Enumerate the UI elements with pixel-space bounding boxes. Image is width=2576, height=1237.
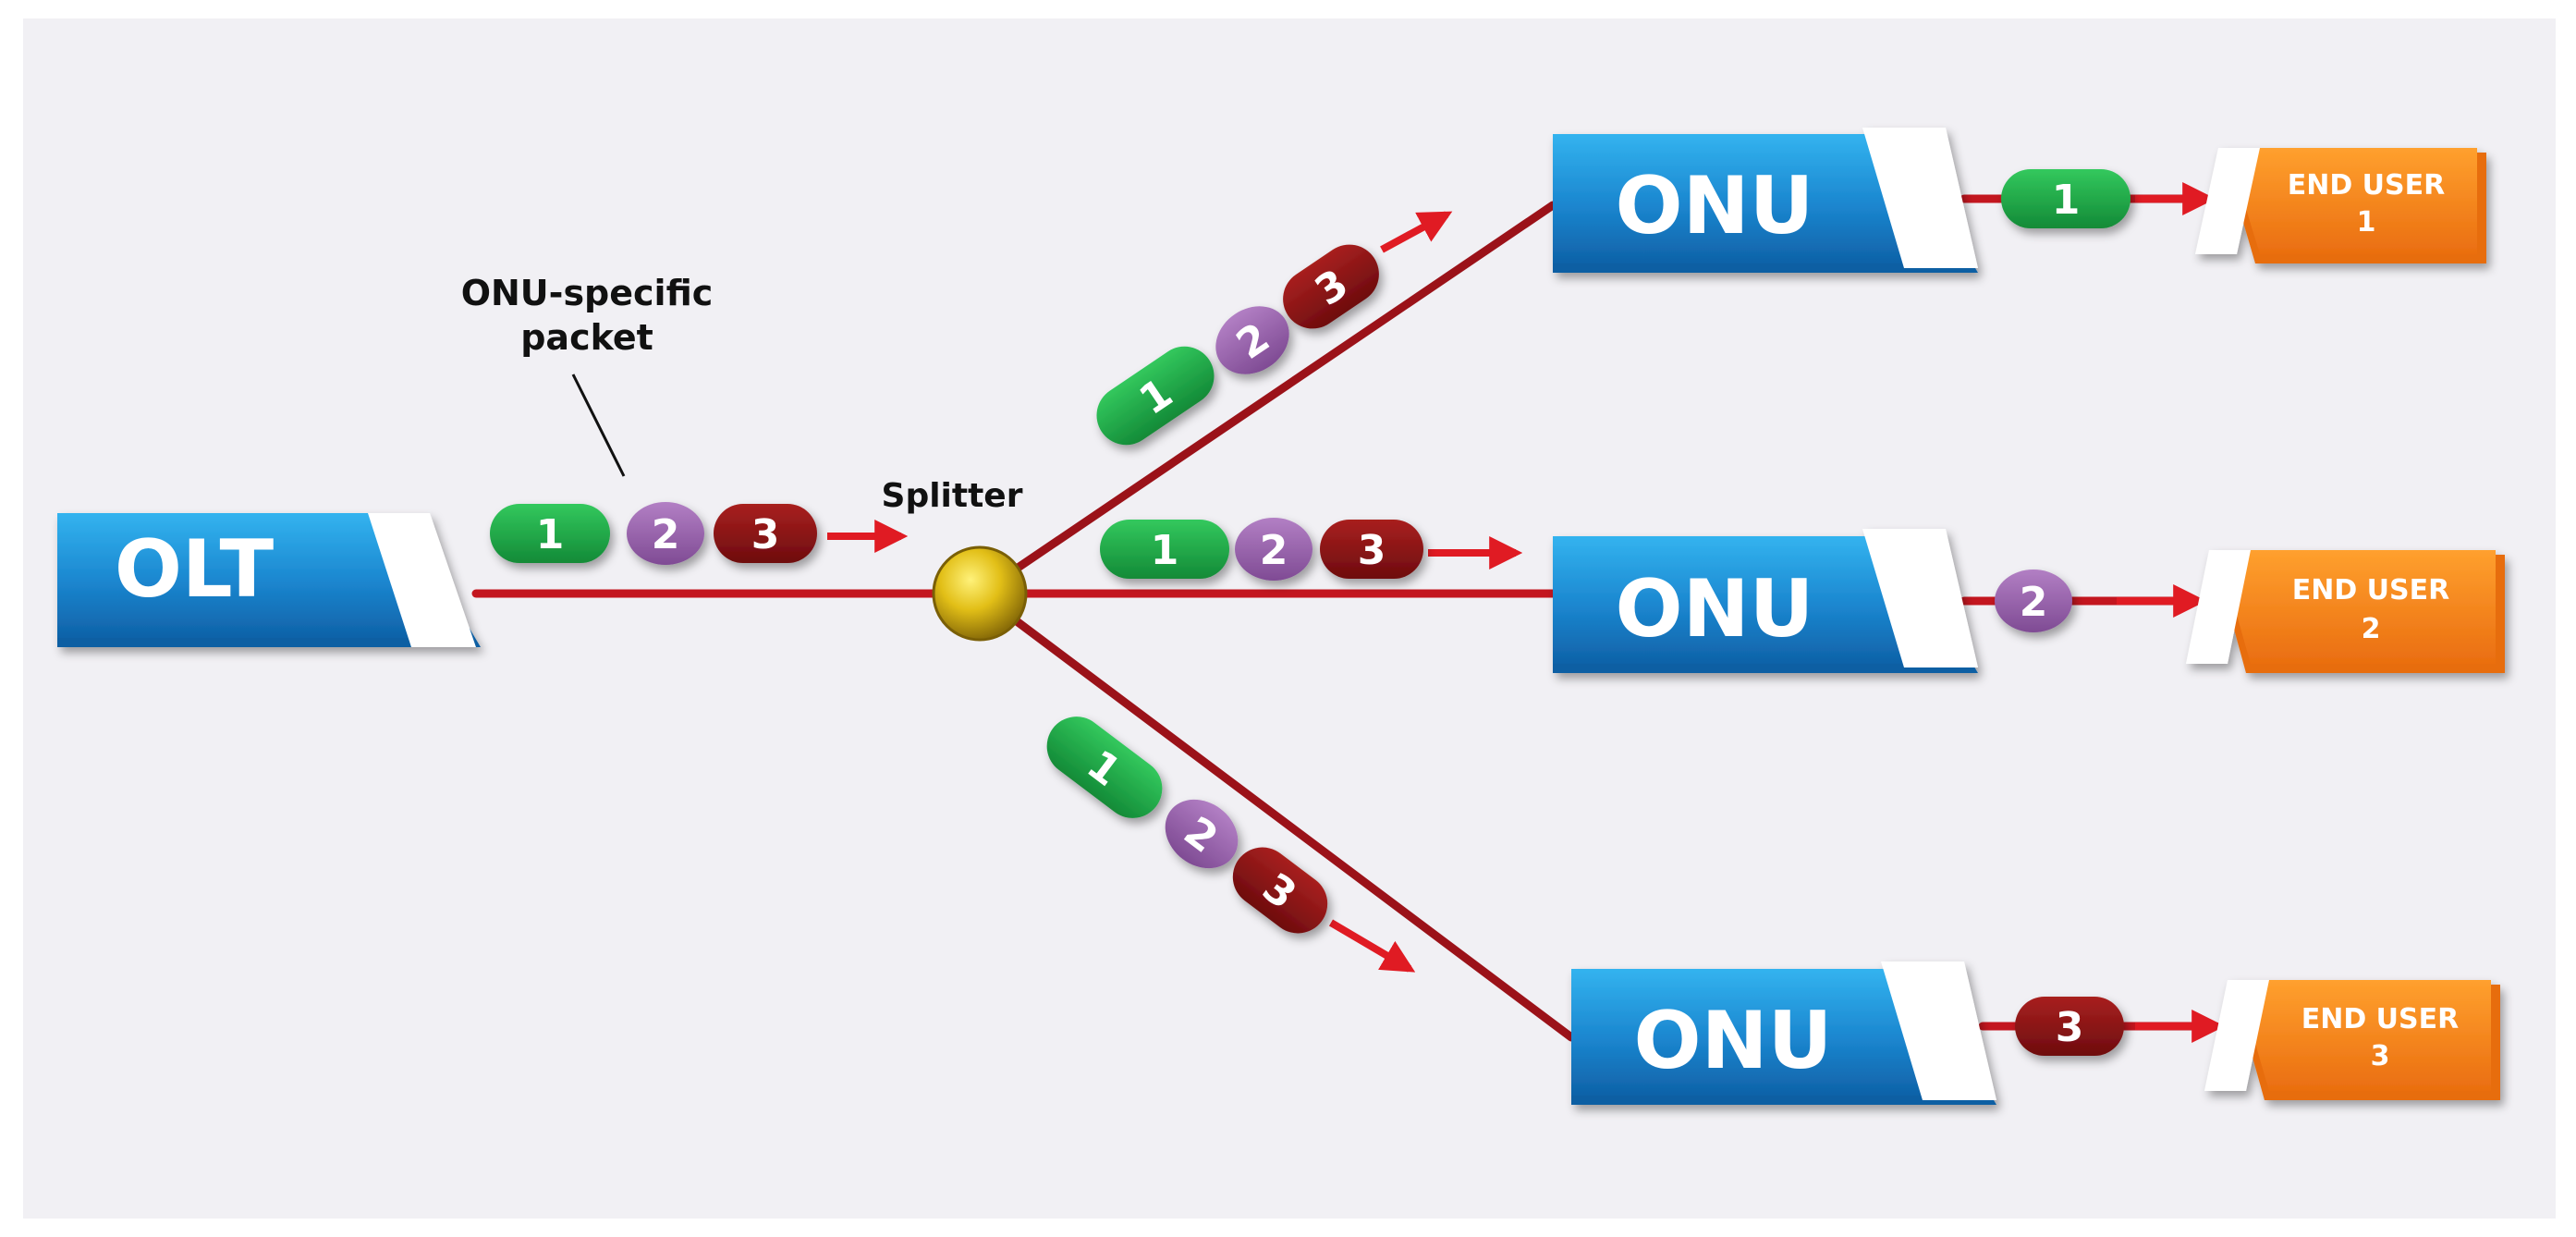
end-user-2-number: 2 <box>2362 613 2381 645</box>
packet-3-label: 3 <box>751 511 780 558</box>
delivered-packets: 1 2 3 <box>1995 169 2130 1056</box>
end-user-3-number: 3 <box>2371 1040 2390 1072</box>
annotation-line-1: ONU-specific <box>461 273 714 313</box>
onu-3-label: ONU <box>1634 995 1833 1087</box>
packet-3-label: 3 <box>1358 527 1386 574</box>
end-user-1-title: END USER <box>2288 169 2446 202</box>
onu-node-1: ONU <box>1553 128 1978 273</box>
onu-2-label: ONU <box>1616 563 1814 655</box>
packet-2-delivered-label: 2 <box>2020 579 2048 626</box>
annotation-pointer <box>571 374 626 477</box>
end-user-2: END USER 2 <box>2186 550 2505 673</box>
packet-2 <box>627 502 704 565</box>
arrow-lower-branch <box>1328 919 1416 973</box>
packet-1-label: 1 <box>1151 527 1179 574</box>
packet-2 <box>1235 518 1312 581</box>
packet-3 <box>1320 520 1423 579</box>
arrow-upper-branch <box>1380 211 1453 253</box>
packet-2-label: 2 <box>1260 527 1288 574</box>
packet-group-olt: 1 2 3 <box>490 502 817 565</box>
packet-1 <box>490 504 610 563</box>
packet-3-delivered-label: 3 <box>2056 1004 2084 1051</box>
packet-group-lower: 1 2 3 <box>1046 716 1328 934</box>
packet-2 <box>1165 799 1239 869</box>
packet-1-label: 1 <box>536 511 565 558</box>
olt-label: OLT <box>115 523 275 616</box>
packet-1 <box>1100 520 1229 579</box>
packet-1-delivered-label: 1 <box>2052 177 2081 224</box>
end-user-2-title: END USER <box>2292 574 2450 606</box>
packet-3-delivered <box>2015 997 2124 1056</box>
end-user-1: END USER 1 <box>2195 148 2486 263</box>
onu-1-label: ONU <box>1616 160 1814 252</box>
packet-3 <box>714 504 817 563</box>
olt-node: OLT <box>57 513 481 647</box>
packet-1 <box>1096 346 1215 446</box>
splitter-label: Splitter <box>882 477 1023 515</box>
end-user-3: END USER 3 <box>2204 980 2500 1100</box>
packet-3 <box>1232 847 1328 934</box>
end-user-1-number: 1 <box>2357 206 2376 239</box>
link-splitter-onu-1 <box>975 201 1557 598</box>
link-splitter-onu-3 <box>975 589 1576 1042</box>
packet-group-middle: 1 2 3 <box>1100 518 1423 581</box>
end-user-3-title: END USER <box>2301 1003 2460 1035</box>
splitter: Splitter <box>882 477 1028 642</box>
packet-group-upper: 1 2 3 <box>1096 244 1379 446</box>
packet-1 <box>1046 716 1163 818</box>
onu-node-2: ONU <box>1553 529 1978 673</box>
splitter-icon <box>932 545 1028 642</box>
packet-1-delivered <box>2001 169 2130 228</box>
onu-node-3: ONU <box>1571 961 1996 1105</box>
packet-3 <box>1283 244 1379 329</box>
annotation-line-2: packet <box>520 317 653 358</box>
packet-2 <box>1215 306 1289 374</box>
direction-arrows <box>827 182 2226 1043</box>
packet-2-label: 2 <box>652 511 680 558</box>
packet-2-delivered <box>1995 570 2072 632</box>
packet-annotation: ONU-specific packet <box>461 273 714 477</box>
